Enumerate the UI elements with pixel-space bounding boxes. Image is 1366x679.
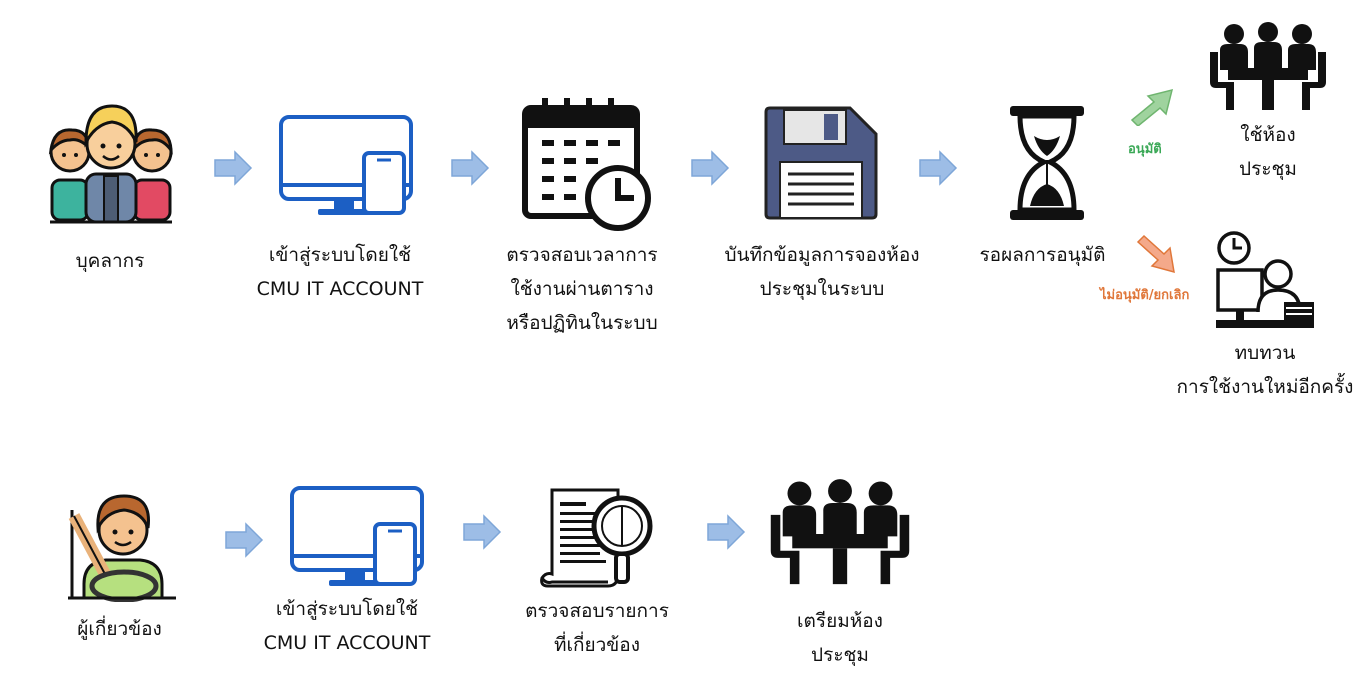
desk-worker-icon — [1216, 231, 1314, 328]
check-time-node — [520, 96, 652, 234]
staff-group-icon — [48, 104, 173, 224]
login-node — [276, 113, 416, 218]
review-node — [1214, 230, 1316, 330]
check-time-label: ตรวจสอบเวลาการ ใช้งานผ่านตาราง หรือปฏิทิ… — [506, 244, 658, 334]
meeting-room-icon — [1210, 22, 1326, 110]
arrow-right-icon — [691, 150, 730, 186]
staff-label: บุคลากร — [75, 250, 145, 272]
staff-node — [46, 100, 176, 225]
monitor-phone-icon — [290, 486, 424, 586]
arrow-right-icon — [919, 150, 958, 186]
login2-node — [287, 484, 427, 589]
use-room-node — [1206, 22, 1330, 114]
reject-arrow-icon — [1136, 234, 1175, 274]
check-list-label: ตรวจสอบรายการ ที่เกี่ยวข้อง — [525, 600, 669, 656]
arrow-right-icon — [214, 150, 253, 186]
use-room-label: ใช้ห้อง ประชุม — [1239, 124, 1297, 180]
save-node — [762, 104, 880, 222]
arrow-right-icon — [451, 150, 490, 186]
check-list-node — [538, 484, 658, 594]
floppy-disk-icon — [764, 106, 878, 220]
related-label: ผู้เกี่ยวข้อง — [77, 618, 162, 640]
prepare-node — [766, 478, 914, 590]
login-label: เข้าสู่ระบบโดยใช้ CMU IT ACCOUNT — [256, 244, 424, 300]
wait-node — [1008, 104, 1086, 222]
calendar-clock-icon — [522, 98, 651, 231]
rejected-tag: ไม่อนุมัติ/ยกเลิก — [1100, 288, 1190, 303]
driver-icon — [68, 494, 176, 603]
approve-arrow-icon — [1130, 88, 1174, 126]
document-search-icon — [540, 488, 653, 588]
monitor-phone-icon — [279, 115, 413, 215]
save-label: บันทึกข้อมูลการจองห้อง ประชุมในระบบ — [724, 244, 920, 300]
wait-label: รอผลการอนุมัติ — [979, 244, 1106, 266]
review-label: ทบทวน การใช้งานใหม่อีกครั้ง — [1176, 342, 1354, 398]
approved-tag: อนุมัติ — [1128, 142, 1162, 157]
login2-label: เข้าสู่ระบบโดยใช้ CMU IT ACCOUNT — [263, 598, 431, 654]
arrow-right-icon — [463, 514, 502, 550]
related-node — [66, 490, 178, 603]
hourglass-icon — [1010, 106, 1084, 220]
arrow-right-icon — [707, 514, 746, 550]
arrow-right-icon — [225, 522, 264, 558]
meeting-room-icon — [770, 479, 910, 585]
prepare-label: เตรียมห้อง ประชุม — [797, 610, 883, 666]
